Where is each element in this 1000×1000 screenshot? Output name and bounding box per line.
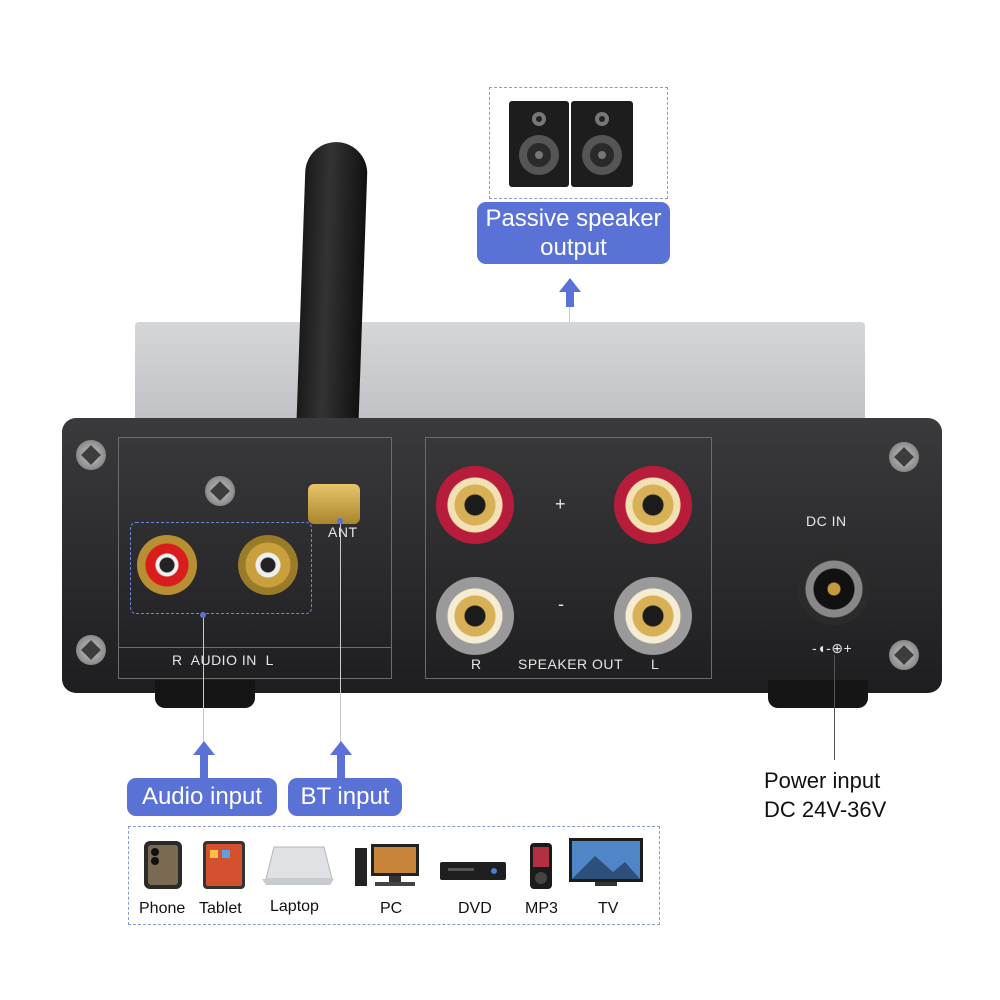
mp3-icon — [530, 843, 552, 889]
source-label-phone: Phone — [139, 900, 186, 917]
power-input-label: Power input DC 24V-36V — [764, 766, 886, 824]
bt-leader-dot — [337, 518, 343, 524]
speaker-panel — [425, 437, 712, 679]
bt-arrow-stem — [337, 754, 345, 778]
speakers-icon — [509, 101, 633, 187]
screw-icon — [889, 640, 919, 670]
speaker-terminal-left-negative[interactable] — [614, 577, 692, 655]
source-label-tablet: Tablet — [199, 900, 242, 917]
speaker-arrow-stem — [566, 291, 574, 307]
power-input-line1: Power input — [764, 768, 881, 793]
speaker-terminal-left-positive[interactable] — [614, 466, 692, 544]
audio-leader-line — [203, 614, 204, 742]
speaker-output-line2: output — [540, 234, 607, 261]
speaker-arrow-icon — [559, 278, 581, 292]
pc-icon — [355, 844, 419, 886]
plus-label: + — [555, 494, 567, 514]
amplifier-top — [135, 322, 865, 422]
speaker-out-r-label: R — [471, 656, 482, 672]
speaker-terminal-right-negative[interactable] — [436, 577, 514, 655]
rca-jack-right[interactable] — [137, 535, 197, 595]
source-label-pc: PC — [380, 900, 403, 917]
screw-icon — [205, 476, 235, 506]
source-label-mp3: MP3 — [525, 900, 558, 917]
bt-arrow-icon — [330, 741, 352, 755]
audio-in-label: R AUDIO IN L — [172, 652, 274, 668]
input-panel — [118, 437, 392, 679]
audio-leader-dot — [200, 612, 206, 618]
screw-icon — [76, 440, 106, 470]
rca-jack-left[interactable] — [238, 535, 298, 595]
ant-label: ANT — [328, 524, 358, 540]
screw-icon — [76, 635, 106, 665]
speaker-out-l-label: L — [651, 656, 660, 672]
tablet-icon — [203, 841, 245, 889]
minus-label: - — [558, 594, 565, 614]
source-devices-box — [128, 826, 660, 925]
bt-input-callout: BT input — [288, 778, 402, 816]
speaker-out-label: SPEAKER OUT — [518, 656, 624, 672]
tv-icon — [569, 838, 643, 886]
audio-input-box — [130, 522, 312, 614]
audio-arrow-stem — [200, 754, 208, 778]
laptop-icon — [262, 846, 334, 885]
source-label-laptop: Laptop — [270, 898, 319, 915]
antenna-connector[interactable] — [308, 484, 360, 524]
polarity-label: -◖-⊕+ — [812, 640, 853, 656]
source-label-dvd: DVD — [458, 900, 492, 917]
screw-icon — [889, 442, 919, 472]
amplifier-foot-right — [768, 680, 868, 708]
audio-input-callout: Audio input — [127, 778, 277, 816]
phone-icon — [144, 841, 182, 889]
audio-input-text: Audio input — [141, 783, 263, 810]
dc-jack[interactable] — [798, 553, 870, 625]
panel-divider — [118, 647, 392, 648]
speaker-image-box — [489, 87, 668, 199]
power-leader-line — [834, 655, 835, 760]
speaker-output-line1: Passive speaker — [485, 205, 662, 232]
source-label-tv: TV — [598, 900, 619, 917]
dvd-icon — [440, 862, 506, 880]
amplifier-foot-left — [155, 680, 255, 708]
bt-leader-line — [340, 520, 341, 742]
bt-input-text: BT input — [300, 783, 390, 810]
speaker-terminal-right-positive[interactable] — [436, 466, 514, 544]
dc-in-label: DC IN — [806, 513, 847, 529]
power-input-line2: DC 24V-36V — [764, 797, 887, 822]
speaker-output-callout: Passive speaker output — [477, 202, 670, 264]
audio-arrow-icon — [193, 741, 215, 755]
